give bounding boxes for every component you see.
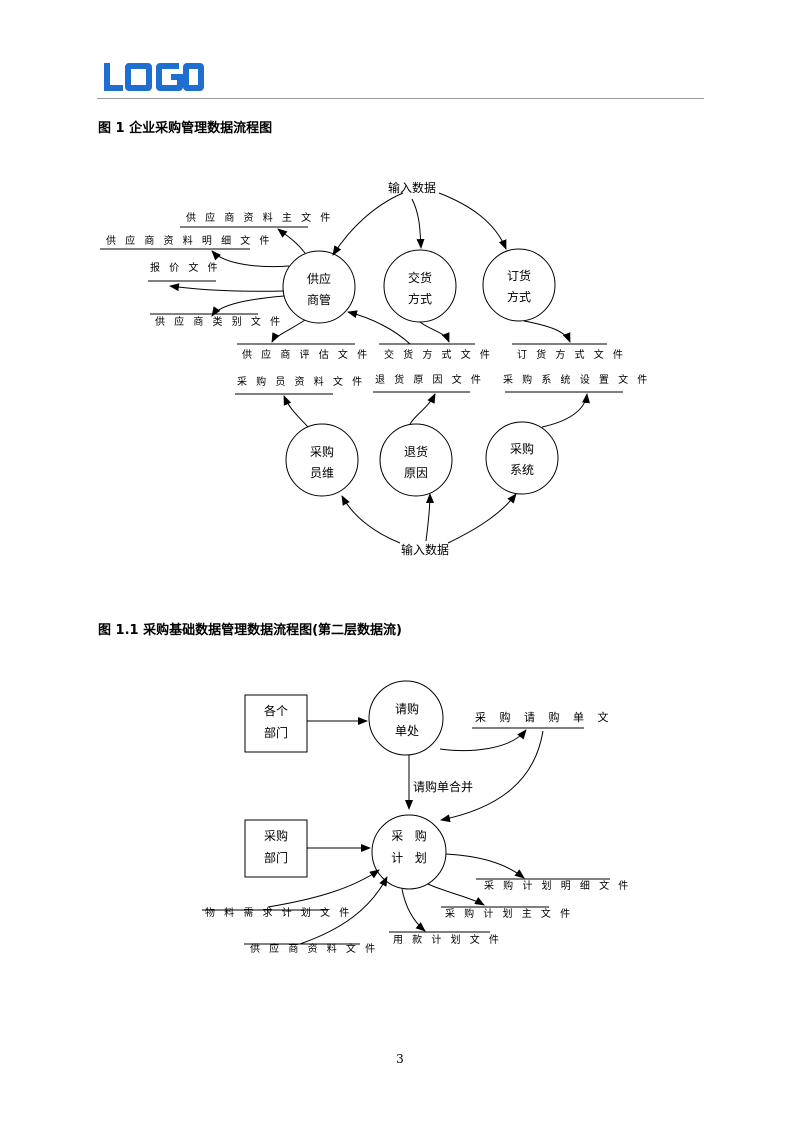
file-order-method: 订 货 方 式 文 件 [517,348,626,361]
file-buyer-data: 采 购 员 资 料 文 件 [237,375,365,388]
input-data-bottom: 输入数据 [401,542,449,557]
process-order [482,248,556,322]
process-order-label-1: 订货 [507,268,531,283]
process-return-label-1: 退货 [404,444,428,459]
process-delivery-label-2: 方式 [408,291,432,306]
entity-departments [244,694,308,753]
process-delivery [383,249,457,323]
process-buyer [285,423,359,497]
file-system-settings: 采 购 系 统 设 置 文 件 [503,373,650,386]
process-delivery-label-1: 交货 [408,270,432,285]
process-return-label-2: 原因 [404,466,428,480]
process-plan [371,814,447,890]
file-supplier-detail: 供 应 商 资 料 明 细 文 件 [106,234,272,247]
process-requisition-label-2: 单处 [395,724,419,738]
input-data-top: 输入数据 [388,180,436,195]
file-supplier-master: 供 应 商 资 料 主 文 件 [186,211,333,224]
file-return-reason: 退 货 原 因 文 件 [375,373,484,386]
entity-departments-label-2: 部门 [264,725,288,740]
file-requisition-doc: 采 购 请 购 单 文 [475,710,613,724]
process-requisition [368,680,444,756]
process-requisition-label-1: 请购 [395,701,419,716]
process-return [379,423,453,497]
process-system [485,421,559,495]
file-quote: 报 价 文 件 [150,261,221,274]
figure2-title: 图 1.1 采购基础数据管理数据流程图(第二层数据流) [98,623,402,638]
process-buyer-label-2: 员维 [310,466,334,480]
entity-departments-label-1: 各个 [264,703,288,718]
file-funds-plan: 用 款 计 划 文 件 [393,933,502,946]
process-buyer-label-1: 采购 [310,444,334,459]
file-material-req: 物 料 需 求 计 划 文 件 [205,906,352,919]
header-rule [97,98,704,99]
page-number: 3 [396,1052,404,1066]
file-supplier-category: 供 应 商 类 别 文 件 [155,315,283,328]
process-plan-label-2: 计 划 [391,851,426,865]
entity-purchasing-dept-label-2: 部门 [264,850,288,865]
process-supplier [282,250,356,324]
file-delivery-method: 交 货 方 式 文 件 [384,348,493,361]
merge-label: 请购单合并 [413,779,473,794]
process-plan-label-1: 采 购 [391,828,426,843]
process-supplier-label-1: 供应 [307,271,331,286]
process-order-label-2: 方式 [507,289,531,304]
file-supplier-data: 供 应 商 资 料 文 件 [250,942,378,955]
process-system-label-2: 系统 [510,463,534,477]
process-system-label-1: 采购 [510,441,534,456]
file-plan-detail: 采 购 计 划 明 细 文 件 [484,879,631,892]
file-plan-master: 采 购 计 划 主 文 件 [445,907,573,920]
process-supplier-label-2: 商管 [307,292,331,307]
entity-purchasing-dept-label-1: 采购 [264,828,288,843]
figure1-title: 图 1 企业采购管理数据流程图 [98,121,273,136]
logo [104,63,204,91]
file-supplier-eval: 供 应 商 评 估 文 件 [242,348,370,361]
